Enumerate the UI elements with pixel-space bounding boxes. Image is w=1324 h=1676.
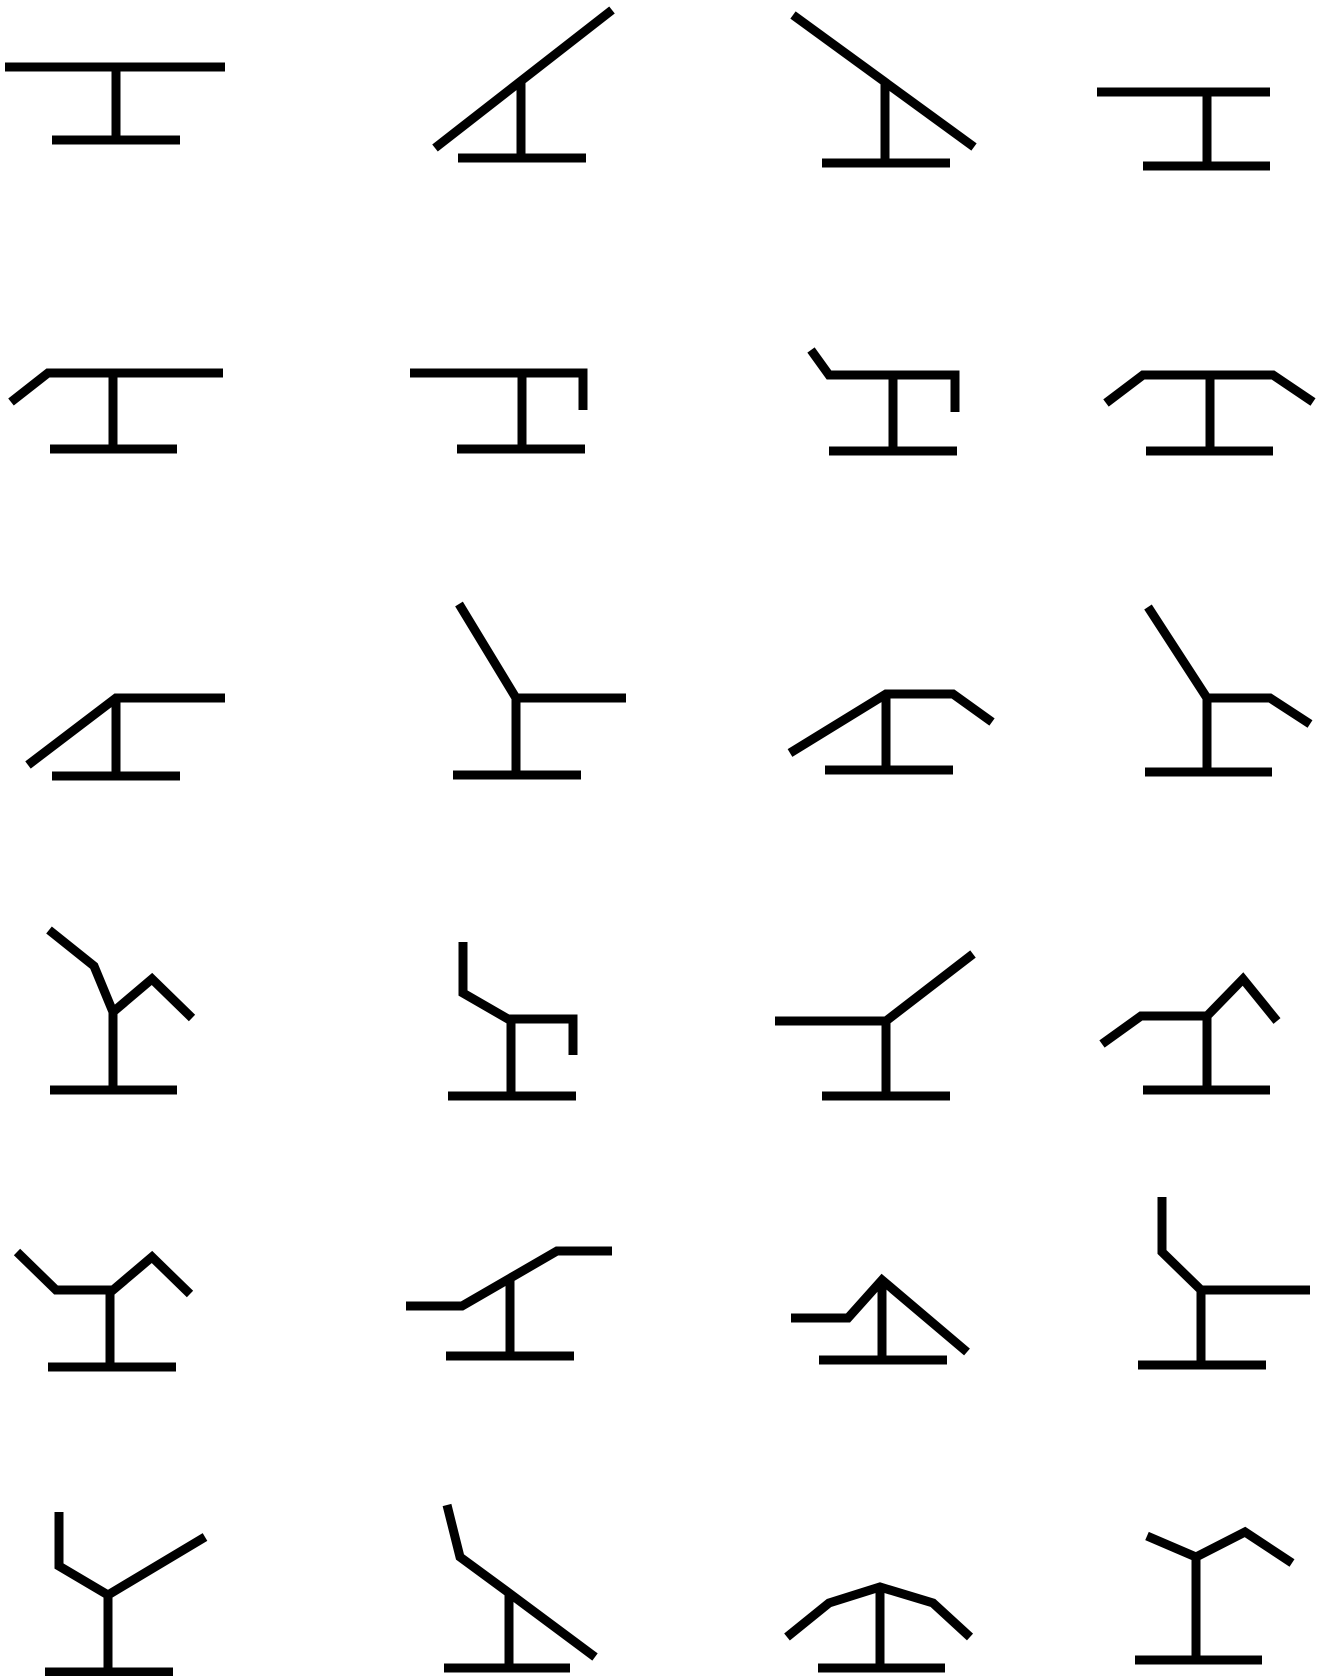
- background: [0, 0, 1324, 1676]
- glyph-grid: [0, 0, 1324, 1676]
